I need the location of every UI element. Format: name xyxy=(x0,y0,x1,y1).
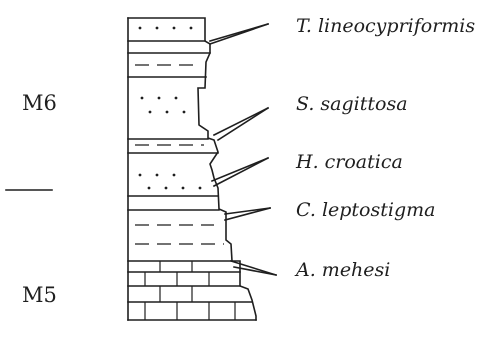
taxon-label-h-croatica: H. croatica xyxy=(295,151,403,173)
sand-dot xyxy=(141,97,144,100)
taxon-pointer xyxy=(218,108,268,140)
sand-dot xyxy=(158,97,161,100)
sand-dot xyxy=(148,187,151,190)
sand-pattern xyxy=(139,27,202,190)
shale-pattern xyxy=(135,65,224,244)
limestone-pattern xyxy=(145,261,235,320)
taxon-label-a-mehesi: A. mehesi xyxy=(294,259,390,281)
taxon-label-s-sagittosa: S. sagittosa xyxy=(296,93,408,115)
sand-dot xyxy=(139,27,142,30)
zone-label-m5: M5 xyxy=(22,283,57,307)
sand-dot xyxy=(166,111,169,114)
sand-dot xyxy=(165,187,168,190)
sand-dot xyxy=(173,174,176,177)
sand-dot xyxy=(156,27,159,30)
zone-label-m6: M6 xyxy=(22,91,57,115)
column-right-edge xyxy=(128,18,256,320)
taxon-pointer xyxy=(214,108,268,135)
taxon-label-t-lineocypriformis: T. lineocypriformis xyxy=(296,15,475,37)
sand-dot xyxy=(182,187,185,190)
taxon-pointer xyxy=(214,158,268,186)
taxon-pointers xyxy=(210,24,276,275)
sand-dot xyxy=(156,174,159,177)
taxon-pointer xyxy=(212,158,268,181)
taxon-label-c-leptostigma: C. leptostigma xyxy=(296,199,435,221)
sand-dot xyxy=(175,97,178,100)
sand-dot xyxy=(139,174,142,177)
sand-dot xyxy=(199,187,202,190)
sand-dot xyxy=(149,111,152,114)
sand-dot xyxy=(190,27,193,30)
sand-dot xyxy=(173,27,176,30)
taxon-pointer xyxy=(225,208,270,220)
taxon-pointer xyxy=(225,208,270,214)
taxon-pointer xyxy=(210,24,268,44)
sand-dot xyxy=(183,111,186,114)
